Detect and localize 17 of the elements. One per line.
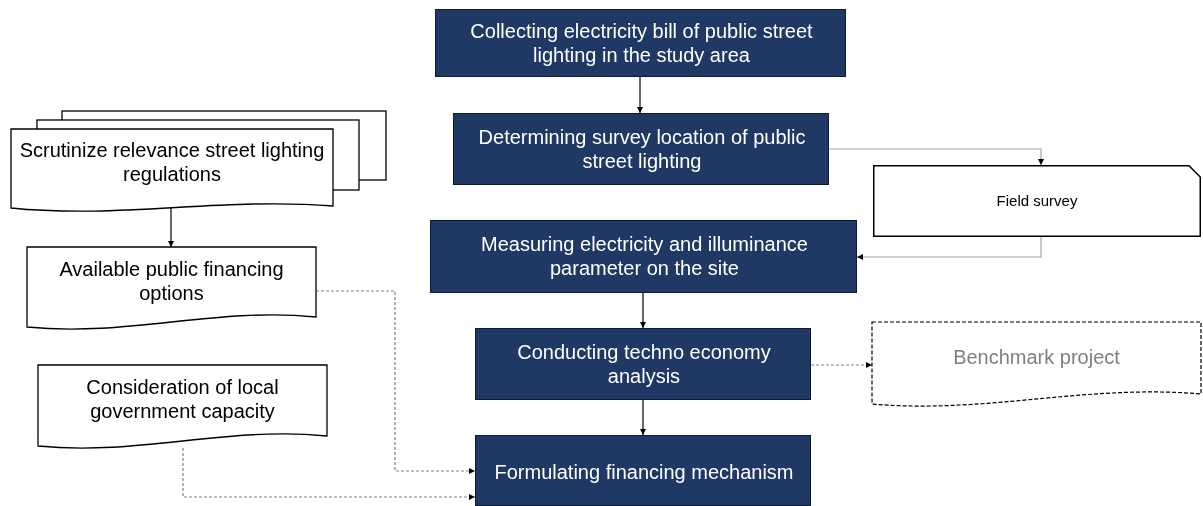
process-box: Conducting techno economy analysis [475, 328, 811, 400]
card-shape: Field survey [873, 165, 1201, 237]
arrow [637, 76, 643, 114]
document-shape: Consideration of local government capacity [38, 365, 327, 450]
arrow [828, 148, 1044, 166]
process-box: Formulating financing mechanism [475, 435, 811, 506]
document-shape: Available public financing options [27, 247, 316, 331]
process-box: Measuring electricity and illuminance parameter on the site [430, 220, 857, 293]
arrow [856, 236, 1042, 260]
arrow [640, 292, 646, 329]
process-box: Determining survey location of public street lighting [453, 113, 829, 185]
arrow [640, 399, 646, 436]
arrow [810, 362, 873, 368]
arrow [182, 447, 476, 500]
arrow [168, 207, 174, 248]
process-box: Collecting electricity bill of public street lighting in the study area [435, 9, 846, 77]
document-shape: Benchmark project [872, 322, 1201, 408]
